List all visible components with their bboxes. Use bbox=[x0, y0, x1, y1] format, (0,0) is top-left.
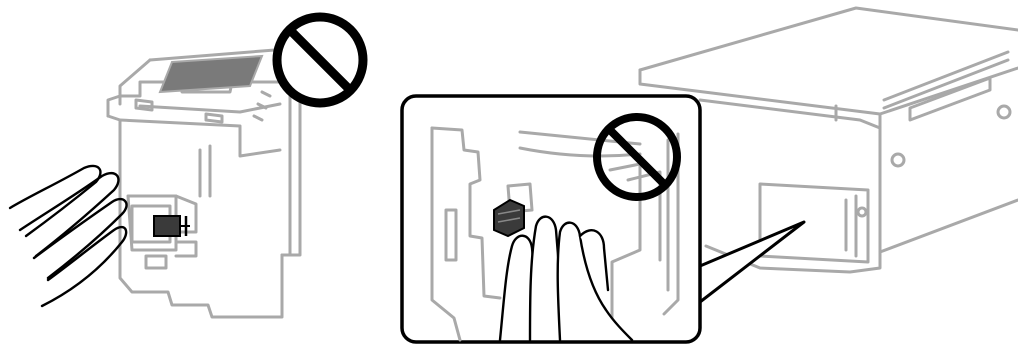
printer-panel bbox=[402, 8, 1018, 342]
zoom-callout-icon bbox=[700, 222, 804, 302]
zoom-box bbox=[402, 96, 700, 342]
top-label-shape bbox=[160, 56, 262, 92]
hand-icon bbox=[10, 166, 127, 306]
prohibited-icon bbox=[277, 17, 363, 103]
maintenance-box-panel bbox=[10, 17, 363, 317]
